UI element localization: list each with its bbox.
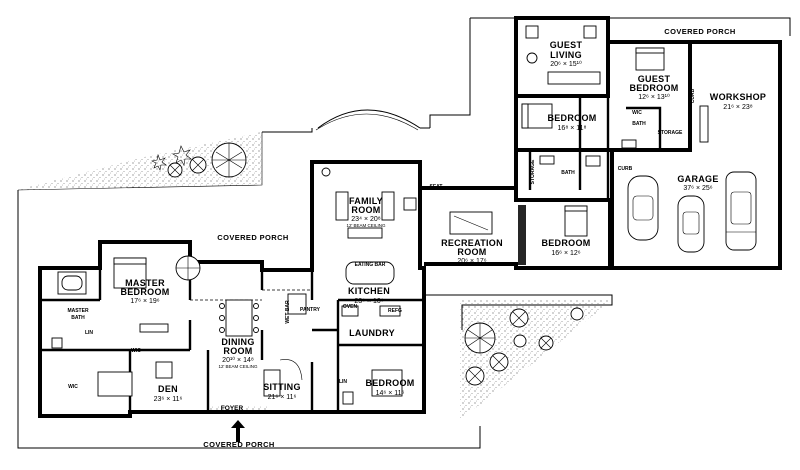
wet-bar-icon bbox=[287, 293, 307, 315]
car-icon bbox=[725, 171, 757, 251]
oven-label: OVEN bbox=[343, 304, 358, 310]
table-icon bbox=[526, 52, 538, 64]
curb-label-1: CURB bbox=[618, 166, 633, 172]
kitchen-island-icon bbox=[345, 261, 395, 285]
garage-name: GARAGE bbox=[677, 174, 718, 184]
pantry-label: PANTRY bbox=[300, 307, 321, 313]
shrub-icon bbox=[167, 162, 183, 178]
bedroom-lower-name: BEDROOM bbox=[365, 378, 414, 388]
furniture bbox=[51, 25, 757, 442]
guest-bedroom-name-1: GUEST bbox=[638, 74, 671, 84]
sitting-name: SITTING bbox=[263, 382, 301, 392]
wet-bar-label: WET BAR bbox=[285, 300, 291, 324]
interior-walls bbox=[40, 96, 692, 412]
den-dims: 23⁶ × 11⁶ bbox=[154, 396, 183, 403]
guest-bedroom-name-2: BEDROOM bbox=[629, 83, 678, 93]
recreation-room-name-2: ROOM bbox=[457, 247, 486, 257]
wic-master-label-2: WIC bbox=[68, 384, 78, 390]
star-shrub-icon bbox=[172, 145, 192, 166]
guest-living-name-1: GUEST bbox=[550, 40, 583, 50]
den-name: DEN bbox=[158, 384, 178, 394]
master-bedroom-name-1: MASTER bbox=[125, 278, 165, 288]
curb-label-2: CURB bbox=[690, 88, 696, 103]
bedroom-lower-dims: 14⁶ × 11⁶ bbox=[376, 390, 405, 397]
master-bath-name-2: BATH bbox=[71, 315, 85, 321]
workshop-name: WORKSHOP bbox=[710, 92, 766, 102]
master-bath-name-1: MASTER bbox=[67, 308, 89, 314]
sitting-dims: 21⁶ × 11⁶ bbox=[268, 394, 297, 401]
shrub-icon bbox=[538, 335, 554, 351]
wic-master-label-1: WIC bbox=[131, 348, 141, 354]
dining-room-dims: 20¹⁰ × 14⁸ bbox=[222, 356, 254, 364]
shrub-icon bbox=[489, 352, 509, 372]
family-room-note: 12' BEAM CEILING bbox=[346, 223, 386, 228]
bedroom-mid-name: BEDROOM bbox=[541, 238, 590, 248]
shrub-icon bbox=[464, 322, 496, 354]
desk-icon bbox=[97, 371, 133, 397]
landscaping-left bbox=[18, 132, 262, 190]
family-room-name-1: FAMILY bbox=[349, 196, 383, 206]
guest-bedroom-dims: 12⁶ × 13¹⁰ bbox=[638, 93, 670, 101]
dining-table-icon bbox=[225, 299, 253, 337]
chair-icon bbox=[583, 25, 597, 39]
shrub-icon bbox=[509, 308, 529, 328]
porch-labels: COVERED PORCH COVERED PORCH COVERED PORC… bbox=[203, 27, 735, 449]
guest-living-dims: 20⁶ × 15¹⁰ bbox=[550, 60, 582, 68]
refg-label: REFG bbox=[388, 308, 402, 314]
plant-icon bbox=[321, 167, 331, 177]
recreation-room-name-1: RECREATION bbox=[441, 238, 503, 248]
shrub-icon bbox=[211, 142, 247, 178]
eating-bar-label: EATING BAR bbox=[355, 262, 386, 268]
seat-label: SEAT bbox=[430, 184, 443, 190]
storage-guest-label: STORAGE bbox=[530, 159, 536, 184]
dining-room-note: 12' BEAM CEILING bbox=[218, 364, 258, 369]
master-bedroom-name-2: BEDROOM bbox=[120, 287, 169, 297]
dining-room-name-1: DINING bbox=[221, 337, 254, 347]
sofa-icon bbox=[547, 71, 601, 85]
shrub-icon bbox=[189, 156, 207, 174]
porch-label-top: COVERED PORCH bbox=[664, 27, 735, 36]
room-labels: GUEST LIVING 20⁶ × 15¹⁰ GUEST BEDROOM 12… bbox=[67, 40, 766, 412]
shrub-icon bbox=[465, 366, 485, 386]
sofa-icon bbox=[381, 191, 395, 221]
landscaping-right bbox=[460, 300, 612, 420]
exterior-walls bbox=[38, 16, 782, 418]
porch-label-middle: COVERED PORCH bbox=[217, 233, 288, 242]
sofa-icon bbox=[347, 227, 383, 239]
master-bedroom-dims: 17⁶ × 19⁶ bbox=[130, 298, 159, 305]
wic-guest-label: WIC bbox=[632, 110, 642, 116]
garage-dims: 37⁶ × 25⁶ bbox=[683, 185, 712, 192]
bed-icon bbox=[371, 369, 403, 397]
bedroom-mid-dims: 16⁶ × 12⁶ bbox=[551, 250, 580, 257]
sofa-icon bbox=[335, 191, 349, 221]
dining-room-name-2: ROOM bbox=[223, 346, 252, 356]
bath-guest-label: BATH bbox=[632, 121, 646, 127]
bedroom-upper-name: BEDROOM bbox=[547, 113, 596, 123]
shrub-icon bbox=[513, 334, 527, 348]
guest-living-name-2: LIVING bbox=[550, 50, 582, 60]
family-room-dims: 23⁴ × 20⁸ bbox=[351, 216, 381, 223]
foyer-name: FOYER bbox=[221, 405, 244, 412]
kitchen-name: KITCHEN bbox=[348, 286, 390, 296]
bedroom-upper-dims: 16⁸ × 11⁸ bbox=[558, 125, 587, 132]
storage-right-label: STORAGE bbox=[658, 130, 683, 136]
lin-label-2: LIN bbox=[339, 379, 347, 385]
chair-icon bbox=[525, 25, 539, 39]
kitchen-dims: 23⁶ × 10⁶ bbox=[354, 298, 383, 305]
laundry-name: LAUNDRY bbox=[349, 328, 395, 338]
entry-arrow-icon bbox=[231, 420, 245, 442]
recreation-room-dims: 20⁶ × 17⁶ bbox=[457, 258, 486, 265]
bath-mid-label: BATH bbox=[561, 170, 575, 176]
car-icon bbox=[677, 195, 705, 253]
workshop-dims: 21⁶ × 23⁸ bbox=[723, 104, 752, 111]
porch-label-bottom: COVERED PORCH bbox=[203, 440, 274, 449]
lin-label-1: LIN bbox=[85, 330, 93, 336]
family-room-name-2: ROOM bbox=[351, 205, 380, 215]
shrub-icon bbox=[570, 307, 584, 321]
star-shrub-icon bbox=[151, 153, 167, 171]
car-icon bbox=[627, 175, 659, 241]
